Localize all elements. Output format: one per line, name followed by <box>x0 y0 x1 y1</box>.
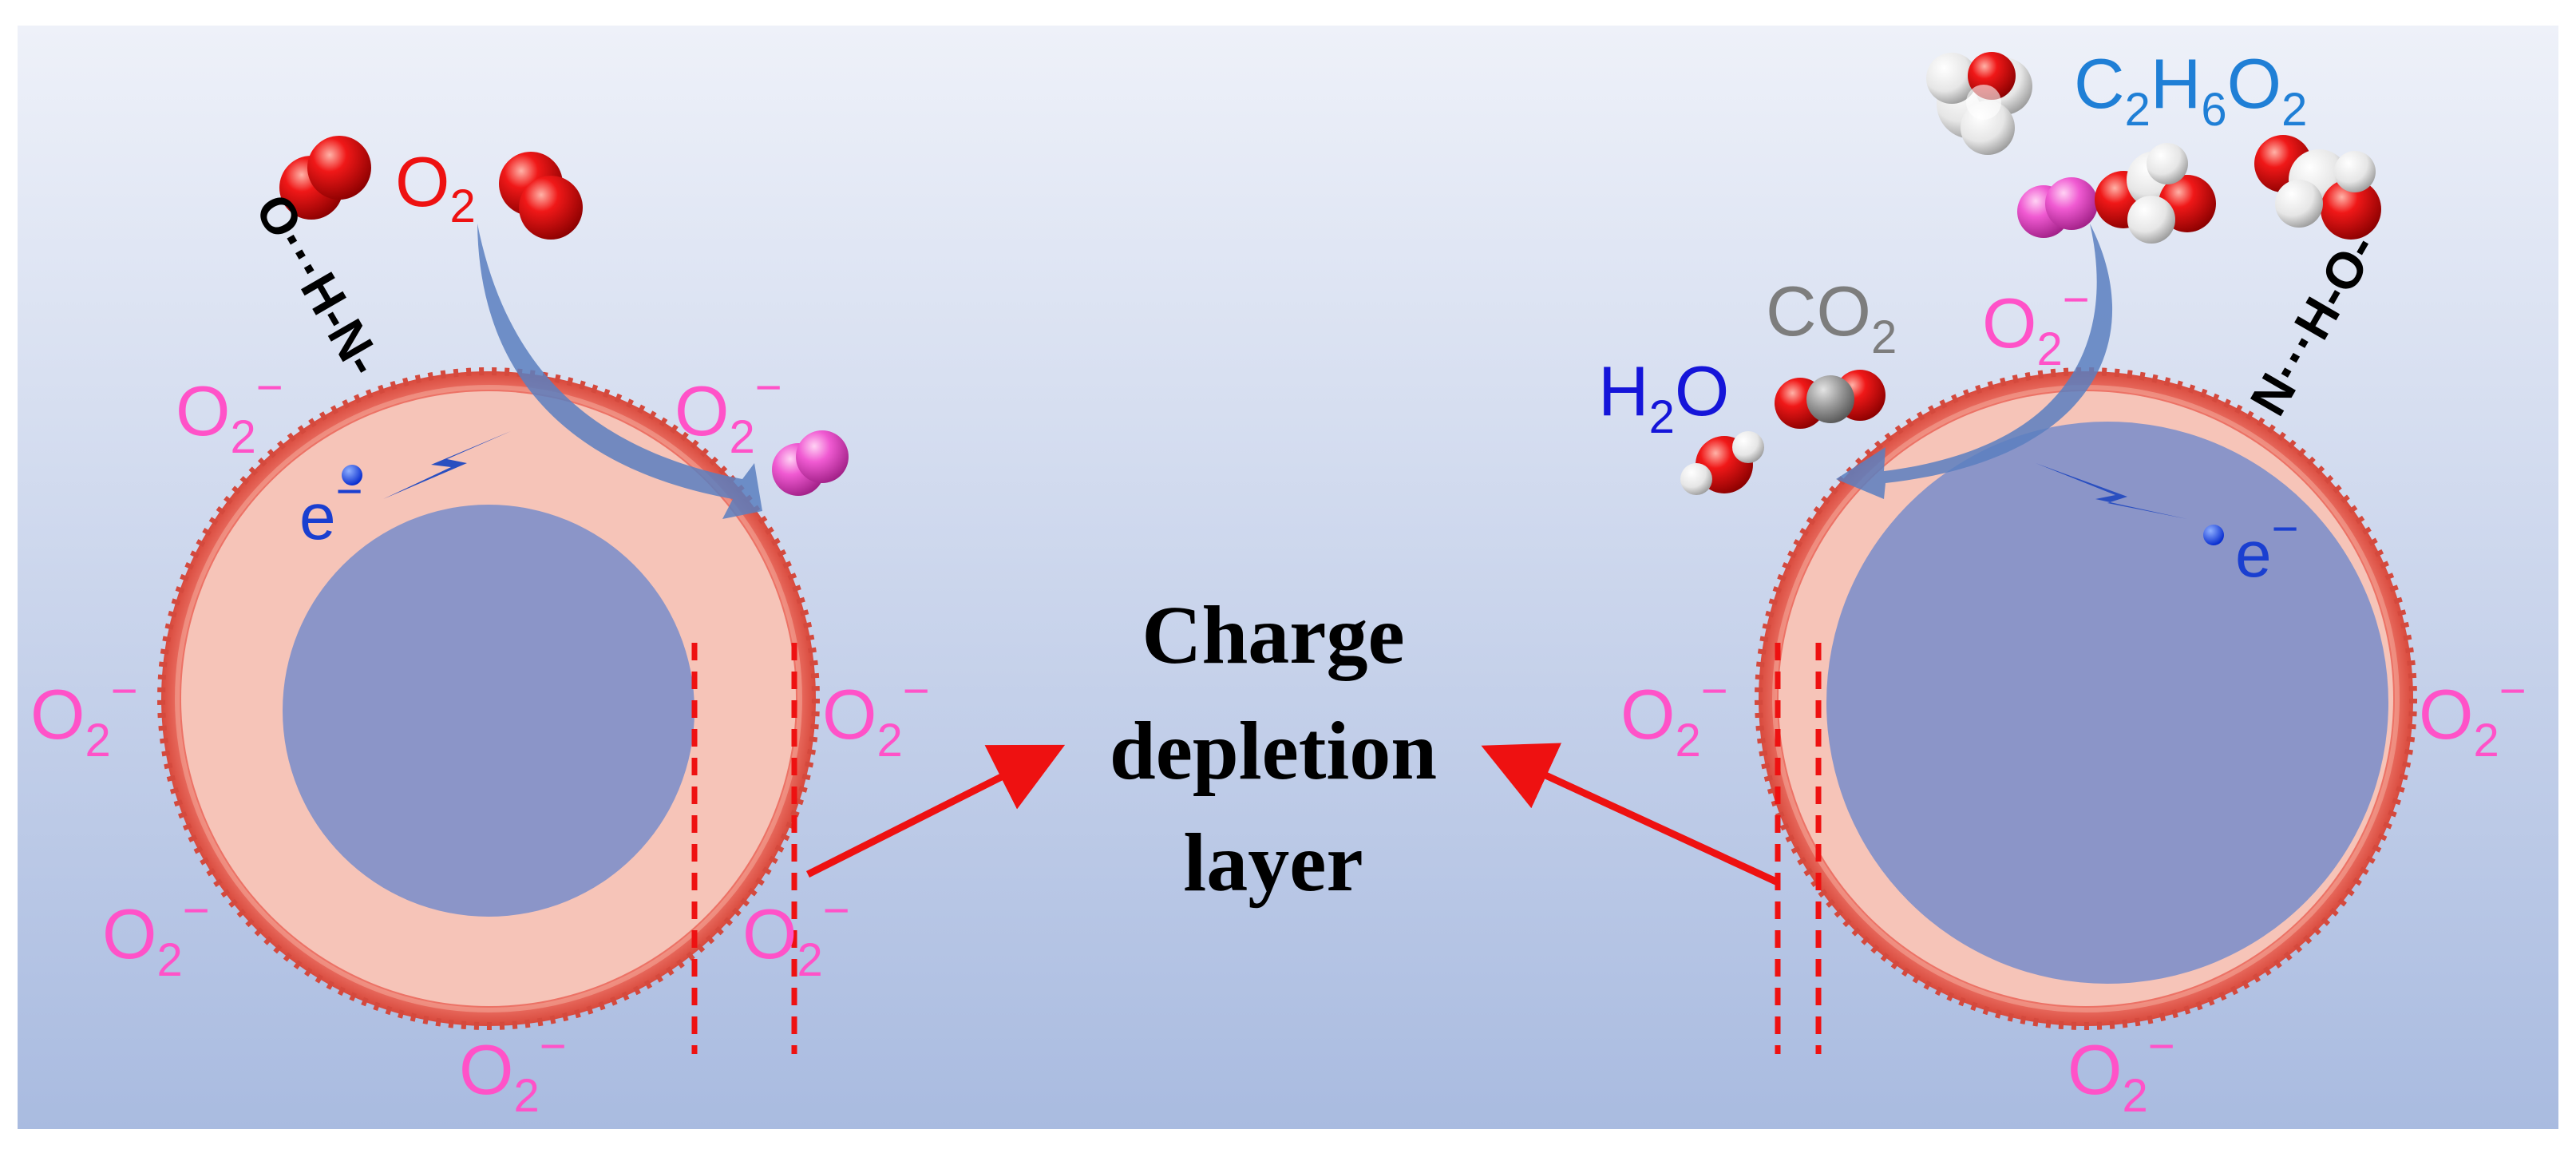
superoxide-label-11: O2− <box>2068 1020 2175 1122</box>
left-electron-label: e− <box>299 466 362 553</box>
c2h6o2-molecule-1 <box>1926 52 2032 155</box>
right-electron-dot <box>2203 525 2224 545</box>
right-lightning-icon <box>2036 463 2187 519</box>
h2o-molecule <box>1680 431 1764 495</box>
co2-molecule <box>1775 370 1886 429</box>
superoxide-label-6: O2− <box>742 885 850 986</box>
o2-label: O2 <box>395 142 476 232</box>
left-lightning-icon <box>383 431 511 499</box>
superoxide-label-4: O2− <box>822 665 930 767</box>
right-electron-label: e− <box>2235 503 2298 591</box>
superoxide-label-7: O2− <box>459 1020 567 1122</box>
left-particle <box>157 367 820 1054</box>
superoxide-molecule-right <box>2017 177 2098 238</box>
caption-line-2: depletion <box>1110 705 1437 797</box>
superoxide-molecule-left <box>772 430 849 496</box>
superoxide-label-1: O2− <box>176 362 283 463</box>
right-particle <box>1755 367 2417 1054</box>
charge-depletion-caption: Charge depletion layer <box>1110 589 1437 909</box>
c2h6o2-label: C2H6O2 <box>2074 44 2307 136</box>
left-shell-texture <box>175 385 802 1012</box>
o2-molecule-top-center <box>499 152 583 240</box>
superoxide-label-8: O2− <box>1982 274 2090 375</box>
left-curved-arrow <box>477 224 762 519</box>
superoxide-label-2: O2− <box>675 362 782 463</box>
o2-molecule-top-left <box>279 136 371 220</box>
left-red-arrow <box>805 744 1066 878</box>
superoxide-label-9: O2− <box>1620 665 1728 767</box>
co2-label: CO2 <box>1766 271 1897 363</box>
left-electron-dot <box>342 465 362 485</box>
h2o-label: H2O <box>1598 351 1729 443</box>
superoxide-label-5: O2− <box>102 885 210 986</box>
superoxide-label-3: O2− <box>30 665 138 767</box>
c2h6o2-molecule-2 <box>2095 143 2216 244</box>
superoxide-label-10: O2− <box>2419 665 2527 767</box>
c2h6o2-molecule-3 <box>2254 135 2381 240</box>
left-core <box>283 505 694 917</box>
right-core <box>1826 422 2388 984</box>
right-curved-arrow <box>1836 224 2113 499</box>
caption-line-1: Charge <box>1142 589 1404 681</box>
caption-line-3: layer <box>1183 817 1363 909</box>
right-red-arrow <box>1481 743 1779 886</box>
